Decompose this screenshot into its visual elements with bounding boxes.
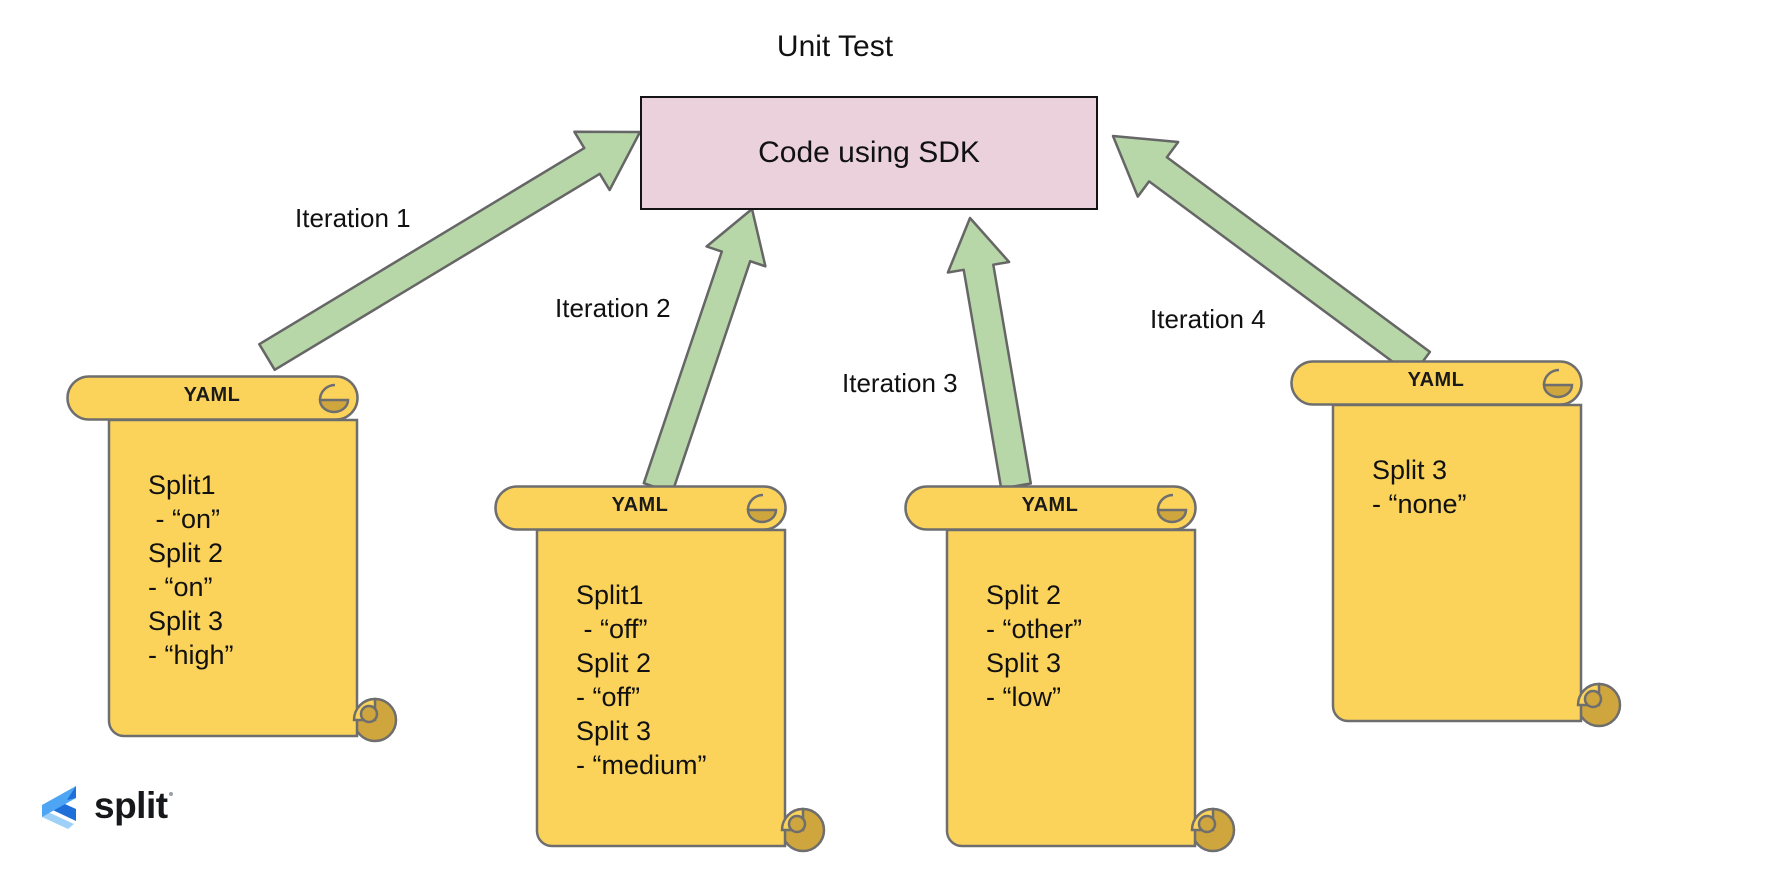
iteration-1-arrow [258,130,642,372]
iteration-2-label: Iteration 2 [555,293,671,323]
scroll-shape-icon [494,485,826,853]
split-logo-icon [42,786,76,829]
yaml-scroll-1: YAML Split1 - “on” Split 2 - “on” Split … [66,375,400,747]
yaml-scroll-4: YAML Split 3 - “none” [1290,360,1624,732]
scroll-header: YAML [1407,369,1465,391]
scroll-text: Split 3 - “none” [1372,455,1467,519]
code-using-sdk-box: Code using SDK [640,96,1098,210]
scroll-shape-icon [1290,360,1622,728]
yaml-scroll-2: YAML Split1 - “off” Split 2 - “off” Spli… [494,485,828,857]
yaml-scroll-3: YAML Split 2 - “other” Split 3 - “low” [904,485,1238,857]
scroll-text: Split 2 - “other” Split 3 - “low” [986,580,1083,712]
split-logo: split [34,782,173,834]
iteration-4-arrow [1111,134,1432,378]
iteration-1-label: Iteration 1 [295,203,411,233]
iteration-3-label: Iteration 3 [842,368,958,398]
iteration-2-arrow [642,207,767,495]
scroll-shape-icon [904,485,1236,853]
scroll-header: YAML [183,384,241,406]
code-using-sdk-label: Code using SDK [758,136,980,169]
iteration-3-arrow [946,216,1033,490]
scroll-header: YAML [611,494,669,516]
trademark-dot [168,792,173,796]
iteration-4-label: Iteration 4 [1150,304,1266,334]
split-wordmark: split [94,785,168,826]
scroll-text: Split1 - “off” Split 2 - “off” Split 3 -… [576,580,707,780]
scroll-header: YAML [1021,494,1079,516]
scroll-text: Split1 - “on” Split 2 - “on” Split 3 - “… [148,470,234,670]
scroll-shape-icon [66,375,398,743]
page-title: Unit Test [776,30,894,63]
